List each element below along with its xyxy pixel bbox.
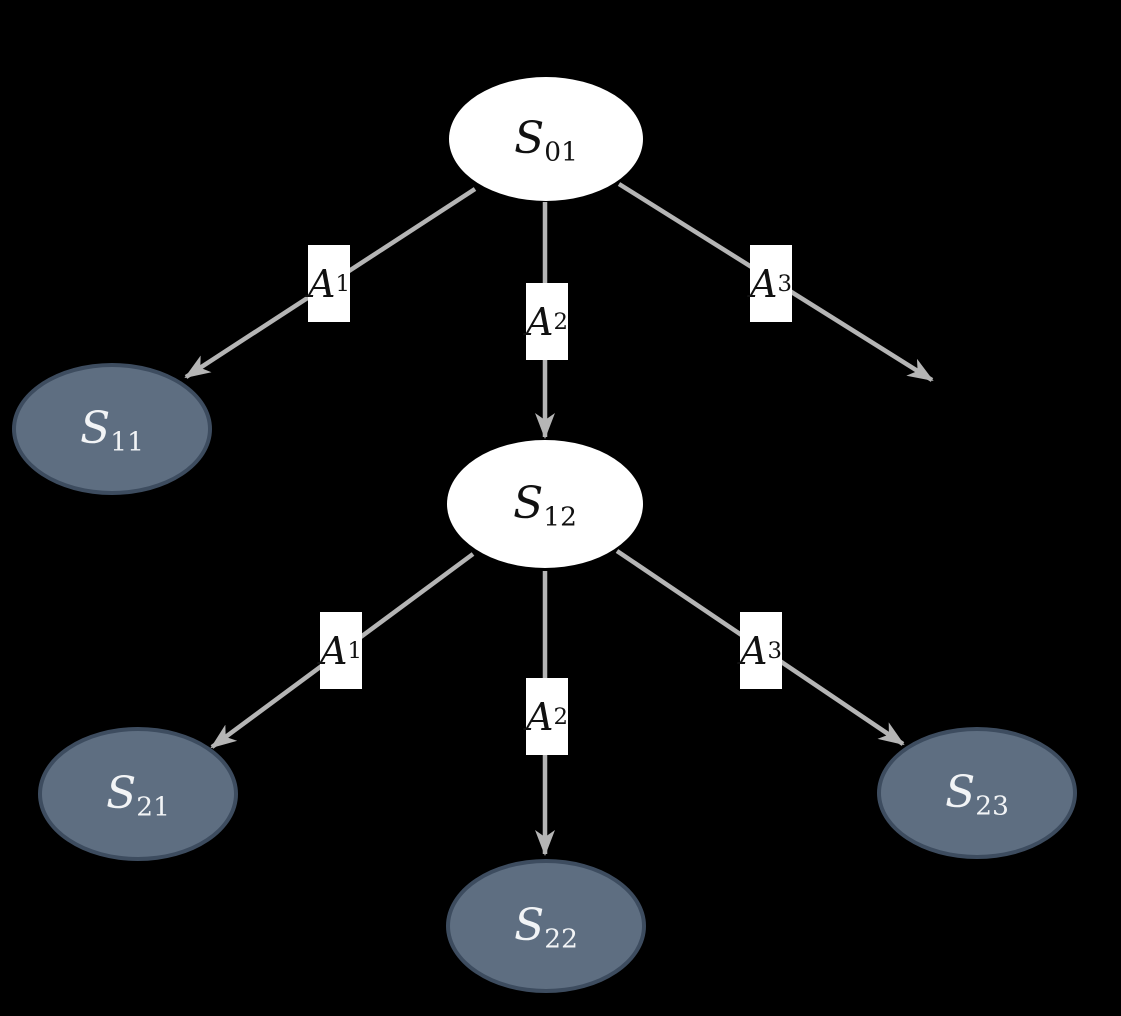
node-s01-label: S01 [514, 113, 578, 168]
node-s23-label: S23 [945, 767, 1009, 822]
node-s01: S01 [449, 77, 643, 201]
node-s11-label: S11 [80, 403, 144, 458]
node-s22: S22 [446, 859, 646, 993]
node-s12-label: S12 [513, 478, 577, 533]
node-s21: S21 [38, 727, 238, 861]
node-s12: S12 [447, 440, 643, 568]
node-s11: S11 [12, 363, 212, 495]
node-s23: S23 [877, 727, 1077, 859]
node-s21-label: S21 [106, 768, 170, 823]
node-s22-label: S22 [514, 900, 578, 955]
